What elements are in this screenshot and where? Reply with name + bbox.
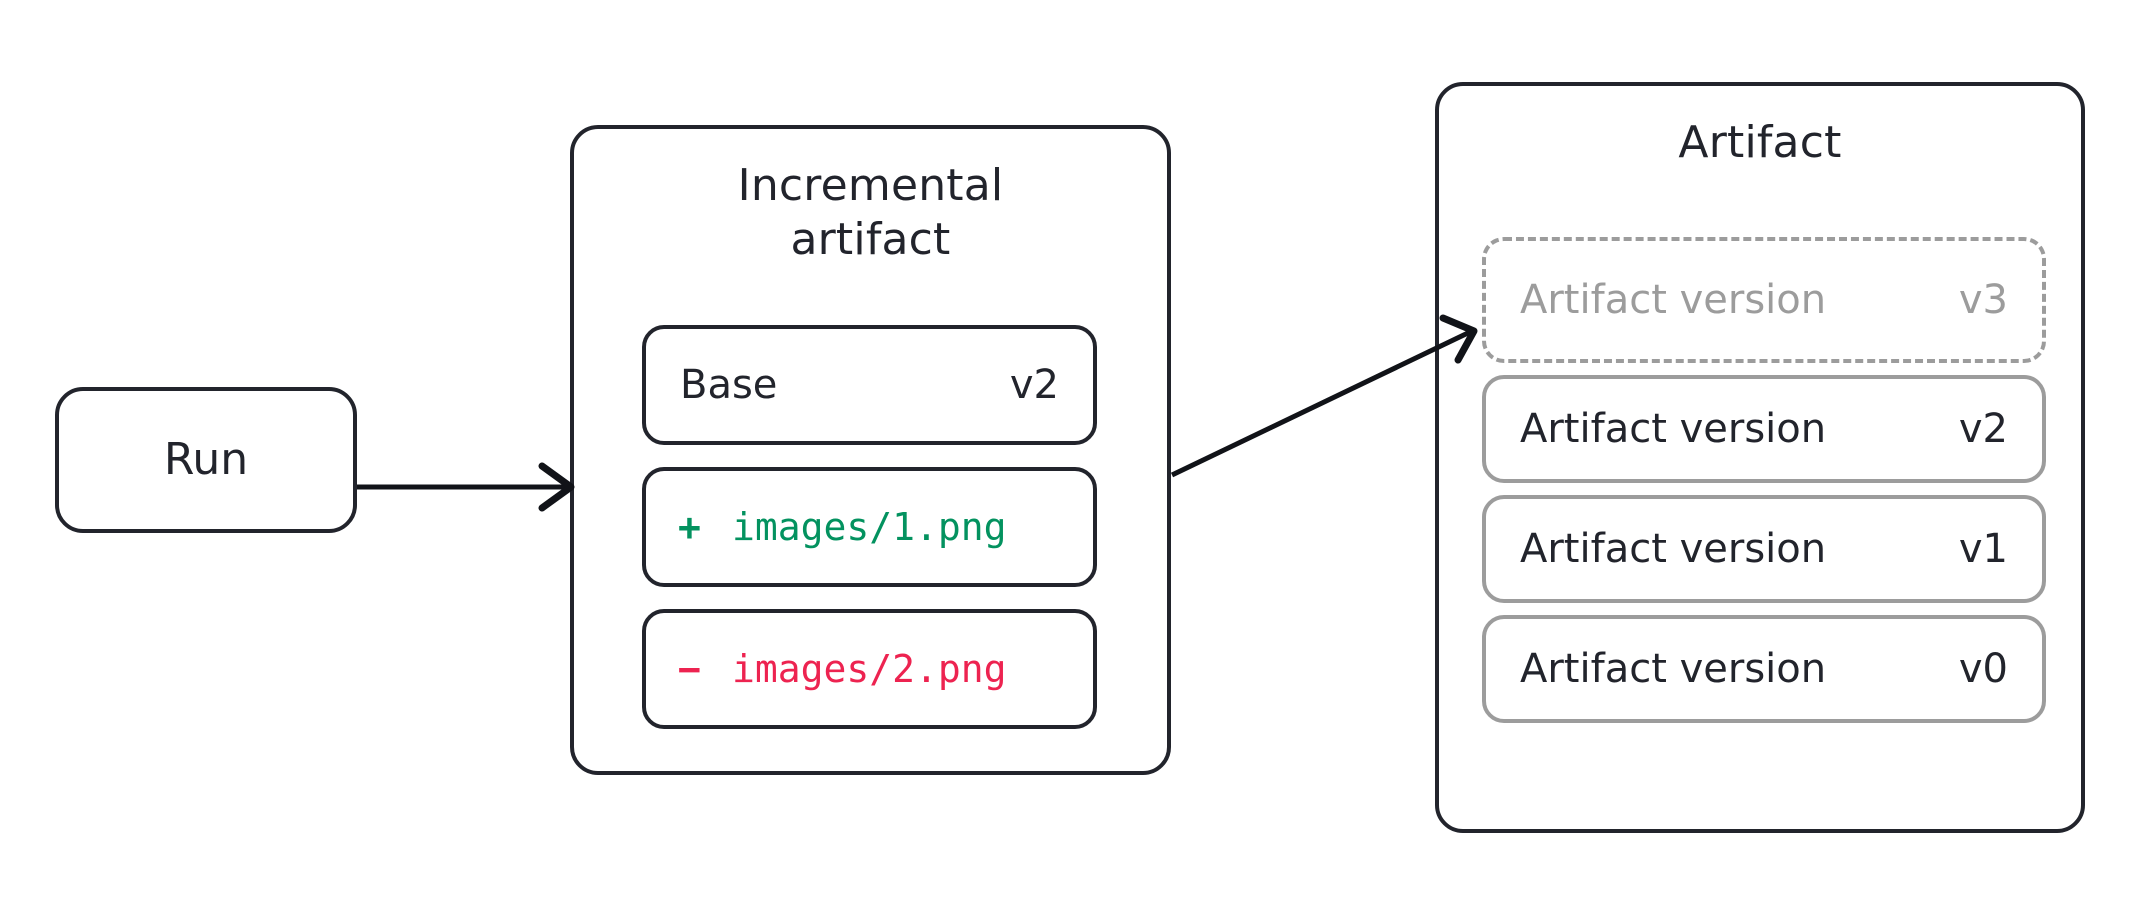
incremental-base-version: v2 xyxy=(1009,362,1059,408)
remove-sign-icon: − xyxy=(678,647,701,691)
incremental-change-removed-path: images/2.png xyxy=(732,647,1007,691)
incremental-change-row-removed[interactable]: − images/2.png xyxy=(642,609,1097,729)
incremental-change-row-added[interactable]: + images/1.png xyxy=(642,467,1097,587)
run-node[interactable]: Run xyxy=(55,387,357,533)
incremental-artifact-title-line1: Incremental xyxy=(737,160,1004,211)
artifact-version-value-v3: v3 xyxy=(1958,277,2008,323)
artifact-version-row-v1[interactable]: Artifact version v1 xyxy=(1482,495,2046,603)
artifact-version-value-v2: v2 xyxy=(1958,406,2008,452)
incremental-base-label: Base xyxy=(680,362,778,408)
connector-incremental-to-artifact xyxy=(1170,329,1472,478)
incremental-artifact-node[interactable]: Incremental artifact Base v2 + images/1.… xyxy=(570,125,1171,775)
artifact-version-value-v0: v0 xyxy=(1958,646,2008,692)
incremental-base-row[interactable]: Base v2 xyxy=(642,325,1097,445)
add-sign-icon: + xyxy=(678,505,701,549)
artifact-version-label-v0: Artifact version xyxy=(1520,646,1827,692)
artifact-node[interactable]: Artifact Artifact version v3 Artifact ve… xyxy=(1435,82,2085,833)
artifact-version-label-v1: Artifact version xyxy=(1520,526,1827,572)
artifact-version-row-v3[interactable]: Artifact version v3 xyxy=(1482,237,2046,363)
artifact-version-label-v2: Artifact version xyxy=(1520,406,1827,452)
incremental-artifact-title: Incremental artifact xyxy=(574,159,1167,267)
artifact-version-label-v3: Artifact version xyxy=(1520,277,1827,323)
incremental-change-added-path: images/1.png xyxy=(732,505,1007,549)
artifact-version-row-v0[interactable]: Artifact version v0 xyxy=(1482,615,2046,723)
artifact-version-value-v1: v1 xyxy=(1958,526,2008,572)
arrowhead-run-to-incremental xyxy=(538,462,575,512)
run-node-label: Run xyxy=(163,434,249,485)
artifact-version-row-v2[interactable]: Artifact version v2 xyxy=(1482,375,2046,483)
incremental-artifact-title-line2: artifact xyxy=(790,214,951,265)
artifact-title: Artifact xyxy=(1439,116,2081,170)
artifact-title-text: Artifact xyxy=(1678,117,1842,168)
